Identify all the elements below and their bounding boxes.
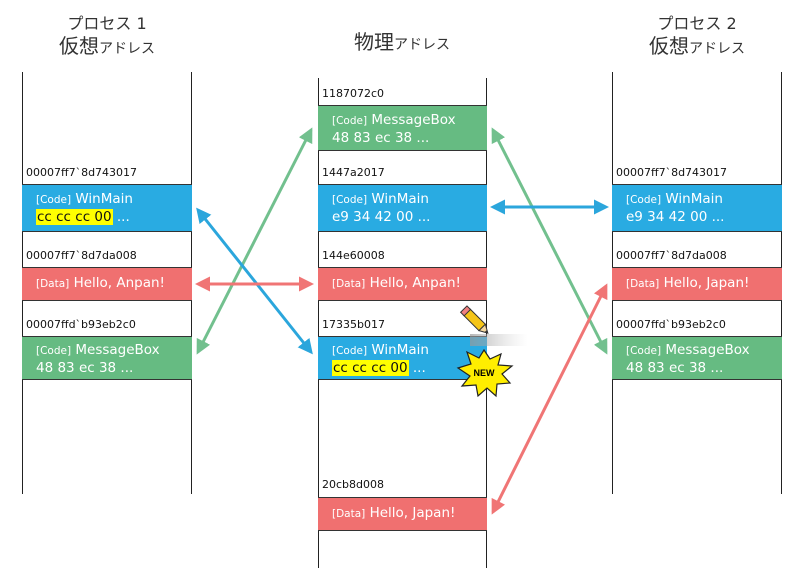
block-title: MessageBox [371,112,456,128]
block-bytes: ... [408,360,426,376]
process1-address-label: アドレス [99,41,155,57]
p1-block-messagebox: [Code] MessageBox 48 83 ec 38 ... [22,336,192,380]
arrow-p1-winmain-to-phys-copy [196,207,313,355]
data-tag: [Data] [332,278,366,290]
data-tag: [Data] [36,278,70,290]
phys-addr-messagebox: 1187072c0 [322,87,385,100]
phys-addr-winmain: 1447a2017 [322,166,385,179]
phys-left-line [318,78,319,568]
phys-addr-data-anpan: 144e60008 [322,249,385,262]
phys-block-messagebox: [Code] MessageBox 48 83 ec 38 ... [318,105,487,151]
block-bytes: 48 83 ec 38 ... [332,130,430,146]
p2-addr-data: 00007ff7`8d7da008 [616,249,727,262]
p2-block-messagebox: [Code] MessageBox 48 83 ec 38 ... [612,336,782,380]
new-badge-label: NEW [474,368,496,378]
phys-addr-data-japan: 20cb8d008 [322,478,385,491]
physical-address-label: アドレス [394,37,450,53]
block-bytes: 48 83 ec 38 ... [36,360,134,376]
process1-title: プロセス 1 仮想アドレス [22,14,192,59]
phys-block-data-anpan: [Data] Hello, Anpan! [318,267,487,301]
process2-title: プロセス 2 仮想アドレス [612,14,782,59]
phys-block-winmain-copy: [Code] WinMain cc cc cc 00 ... [318,336,487,380]
phys-block-data-japan: [Data] Hello, Japan! [318,497,487,531]
code-tag: [Code] [332,194,368,206]
pencil-trail [470,334,528,346]
arrow-p1-messagebox-to-phys [196,127,313,355]
p2-addr-messagebox: 00007ffd`b93eb2c0 [616,318,726,331]
p1-addr-data: 00007ff7`8d7da008 [26,249,137,262]
code-tag: [Code] [626,345,662,357]
p2-block-winmain: [Code] WinMain e9 34 42 00 ... [612,184,782,232]
code-tag: [Code] [626,194,662,206]
process2-label: プロセス 2 [657,14,737,33]
phys-block-winmain: [Code] WinMain e9 34 42 00 ... [318,184,487,232]
block-title: Hello, Anpan! [73,275,165,291]
block-title: MessageBox [75,342,160,358]
process2-virtual-label: 仮想 [649,34,689,58]
block-title: WinMain [371,342,429,358]
block-title: WinMain [75,191,133,207]
p2-block-data: [Data] Hello, Japan! [612,267,782,301]
new-badge: NEW [456,348,514,398]
block-bytes: e9 34 42 00 ... [626,209,725,225]
p2-addr-winmain: 00007ff7`8d743017 [616,166,728,179]
phys-addr-winmain-copy: 17335b017 [322,318,385,331]
process1-label: プロセス 1 [67,14,147,33]
block-title: MessageBox [665,342,750,358]
process2-address-label: アドレス [689,41,745,57]
code-tag: [Code] [332,345,368,357]
p1-addr-messagebox: 00007ffd`b93eb2c0 [26,318,136,331]
pencil-icon [459,305,489,334]
block-bytes: ... [112,209,130,225]
breakpoint-bytes-highlight: cc cc cc 00 [332,360,409,376]
block-bytes: e9 34 42 00 ... [332,209,431,225]
breakpoint-bytes-highlight: cc cc cc 00 [36,209,113,225]
data-tag: [Data] [332,508,366,520]
block-title: WinMain [665,191,723,207]
phys-right-line [486,78,487,568]
block-bytes: 48 83 ec 38 ... [626,360,724,376]
p1-addr-winmain: 00007ff7`8d743017 [26,166,138,179]
block-title: Hello, Japan! [663,275,750,291]
p1-block-data: [Data] Hello, Anpan! [22,267,192,301]
p1-block-winmain: [Code] WinMain cc cc cc 00 ... [22,184,192,232]
arrow-phys-data-japan-to-p2 [491,283,608,515]
block-title: Hello, Japan! [369,505,456,521]
physical-label: 物理 [354,30,394,54]
process1-virtual-label: 仮想 [59,34,99,58]
data-tag: [Data] [626,278,660,290]
code-tag: [Code] [36,345,72,357]
block-title: Hello, Anpan! [369,275,461,291]
physical-title: 物理アドレス [318,30,486,55]
block-title: WinMain [371,191,429,207]
code-tag: [Code] [36,194,72,206]
code-tag: [Code] [332,115,368,127]
